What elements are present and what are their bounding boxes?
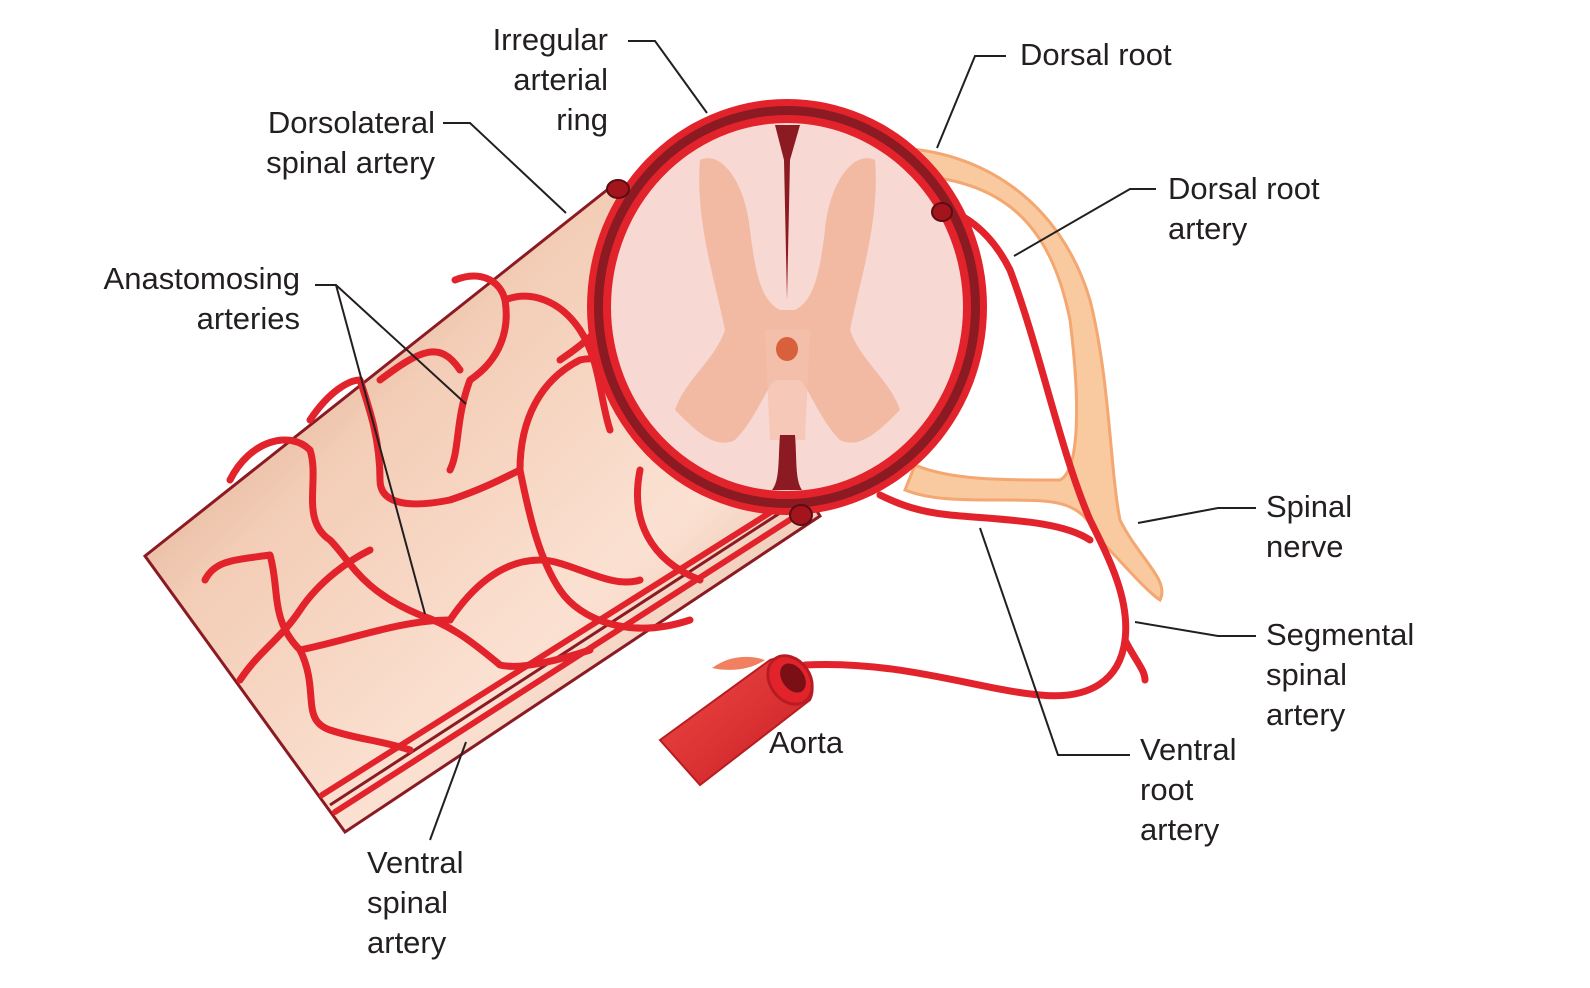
leader-irregular-ring [628, 40, 708, 114]
cord-cross-section [587, 99, 987, 526]
label-anastomosing-arteries: Anastomosing arteries [103, 261, 300, 336]
central-canal [776, 337, 798, 361]
label-ventral-spinal-artery: Ventral spinal artery [367, 845, 464, 960]
leader-lines [315, 40, 1256, 841]
dorsal-root-nerve [892, 146, 1164, 603]
leader-ventral-root-artery [979, 527, 1130, 756]
label-aorta: Aorta [769, 725, 844, 760]
leader-spinal-nerve [1137, 507, 1256, 524]
leader-dorsal-root-artery [1013, 188, 1156, 257]
leader-dorsolateral [443, 122, 567, 214]
label-dorsal-root: Dorsal root [1020, 37, 1172, 72]
dorsolateral-artery-node-left [606, 179, 630, 199]
gray-matter [675, 158, 900, 443]
aorta [658, 654, 814, 787]
leader-anastomosing-b [335, 284, 426, 615]
leader-segmental [1134, 621, 1256, 637]
label-segmental-spinal-artery: Segmental spinal artery [1266, 617, 1415, 732]
segmental-spinal-artery [801, 206, 1149, 700]
leader-dorsal-root [936, 55, 1006, 149]
ventral-median-fissure [772, 435, 802, 490]
label-irregular-arterial-ring: Irregular arterial ring [492, 22, 608, 137]
label-dorsal-root-artery: Dorsal root artery [1168, 171, 1320, 246]
dorsal-median-septum [775, 125, 800, 300]
dorsolateral-artery-node-right [931, 202, 953, 222]
leader-ventral-spinal-artery [429, 741, 467, 841]
ventral-artery-node [789, 504, 813, 526]
ventral-edge-line [329, 498, 801, 807]
label-dorsolateral-spinal-artery: Dorsolateral spinal artery [266, 105, 435, 180]
label-ventral-root-artery: Ventral root artery [1140, 732, 1237, 847]
label-spinal-nerve: Spinal nerve [1266, 489, 1353, 564]
